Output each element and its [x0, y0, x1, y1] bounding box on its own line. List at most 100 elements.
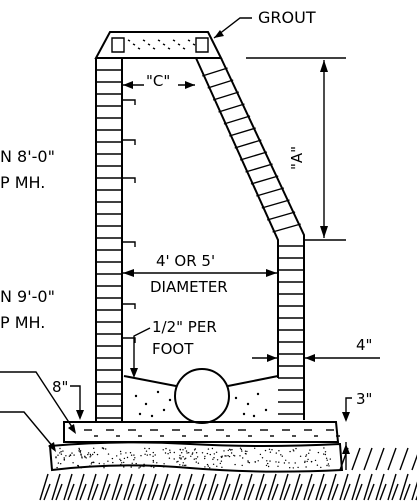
gravel-texture — [180, 458, 182, 460]
earth-hatch-stroke — [175, 483, 183, 501]
gravel-texture — [84, 456, 86, 458]
gravel-texture — [185, 450, 188, 452]
gravel-texture — [80, 454, 82, 456]
gravel-texture — [129, 452, 132, 454]
earth-hatch-stroke — [99, 473, 109, 501]
gravel-texture — [63, 458, 65, 460]
bench-texture — [134, 394, 138, 398]
gravel-texture — [309, 449, 311, 451]
gravel-texture — [212, 463, 215, 465]
earth-hatch-stroke — [187, 483, 195, 501]
brick-course — [212, 91, 240, 101]
gravel-texture — [163, 463, 165, 465]
gravel-texture — [278, 461, 280, 463]
gravel-texture — [150, 465, 152, 468]
gravel-texture — [326, 464, 328, 467]
grout-texture — [162, 43, 166, 46]
gravel-texture — [120, 463, 122, 466]
gravel-texture — [228, 455, 231, 458]
dimension-8in: 8" — [52, 378, 84, 420]
gravel-texture — [223, 450, 225, 452]
earth-hatch-stroke — [111, 473, 121, 501]
gravel-texture — [179, 464, 181, 466]
grout-texture — [157, 39, 161, 42]
gravel-texture — [325, 457, 328, 459]
gravel-texture — [230, 449, 232, 451]
brick-course — [256, 187, 285, 197]
gravel-texture — [123, 466, 125, 468]
earth-hatch-stroke — [351, 473, 361, 501]
earth-hatch-stroke — [331, 483, 339, 501]
gravel-texture — [89, 456, 91, 458]
bench-texture — [150, 414, 154, 418]
gravel-texture — [227, 455, 229, 457]
gravel-texture — [215, 451, 218, 453]
gravel-texture — [130, 466, 132, 468]
gravel-texture — [96, 453, 99, 456]
gravel-texture — [280, 454, 282, 456]
grout-texture — [137, 47, 141, 50]
gravel-texture — [254, 447, 256, 449]
gravel-texture — [190, 455, 192, 457]
brick-course — [202, 67, 228, 77]
gravel-texture — [204, 455, 206, 458]
gravel-texture — [145, 450, 148, 452]
gravel-texture — [91, 461, 93, 464]
earth-hatch-stroke — [307, 483, 315, 501]
earth-hatch-stroke — [235, 483, 243, 501]
earth-hatch-stroke — [267, 473, 277, 501]
gravel-texture — [304, 461, 306, 464]
earth-hatch-stroke — [135, 473, 145, 501]
gravel-texture — [186, 452, 188, 454]
gravel-texture — [121, 462, 123, 464]
earth-hatch-stroke — [103, 483, 111, 501]
earth-hatch-stroke — [343, 483, 351, 501]
gravel-texture — [78, 450, 80, 452]
gravel-texture — [295, 447, 297, 450]
gravel-texture — [275, 452, 277, 454]
gravel-texture — [268, 448, 271, 450]
grout-texture — [177, 43, 181, 46]
bench-texture — [264, 408, 268, 412]
gravel-texture — [257, 460, 259, 462]
gravel-texture — [193, 458, 195, 460]
gravel-texture — [135, 462, 137, 465]
gravel-texture — [206, 463, 209, 466]
gravel-texture — [103, 463, 105, 465]
earth-hatch-stroke — [327, 473, 337, 501]
earth-hatch-stroke — [339, 473, 349, 501]
earth-hatch-stroke — [199, 483, 207, 501]
gravel-texture — [79, 451, 82, 453]
gravel-texture — [72, 462, 74, 464]
gravel-texture — [241, 450, 243, 452]
earth-hatch-stroke — [295, 483, 303, 501]
earth-hatch-stroke — [411, 454, 417, 471]
gravel-texture — [133, 459, 135, 461]
earth-hatch-stroke — [255, 473, 265, 501]
brick-course — [218, 103, 245, 113]
grout-texture — [127, 39, 131, 42]
gravel-texture — [207, 465, 209, 467]
dimension-c: "C" — [123, 70, 195, 90]
gravel-texture — [305, 455, 307, 457]
earth-hatch-stroke — [363, 473, 373, 501]
gravel-texture — [152, 459, 154, 462]
gravel-texture — [184, 447, 186, 449]
brick-course — [229, 127, 256, 137]
gravel-texture — [55, 456, 57, 458]
earth-hatch-stroke — [375, 473, 385, 501]
earth-hatch-stroke — [379, 483, 387, 501]
earth-hatch-stroke — [39, 473, 49, 501]
gravel-texture — [184, 466, 186, 468]
gravel-texture — [89, 453, 92, 456]
gravel-texture — [148, 447, 150, 450]
gravel-texture — [87, 452, 90, 454]
gravel-texture — [247, 460, 249, 462]
gravel-texture — [59, 452, 61, 454]
gravel-texture — [196, 456, 199, 458]
earth-hatch-stroke — [271, 483, 279, 501]
gravel-texture — [304, 460, 306, 462]
gravel-texture — [123, 457, 126, 460]
gravel-texture — [77, 464, 79, 467]
gravel-texture — [134, 457, 136, 459]
